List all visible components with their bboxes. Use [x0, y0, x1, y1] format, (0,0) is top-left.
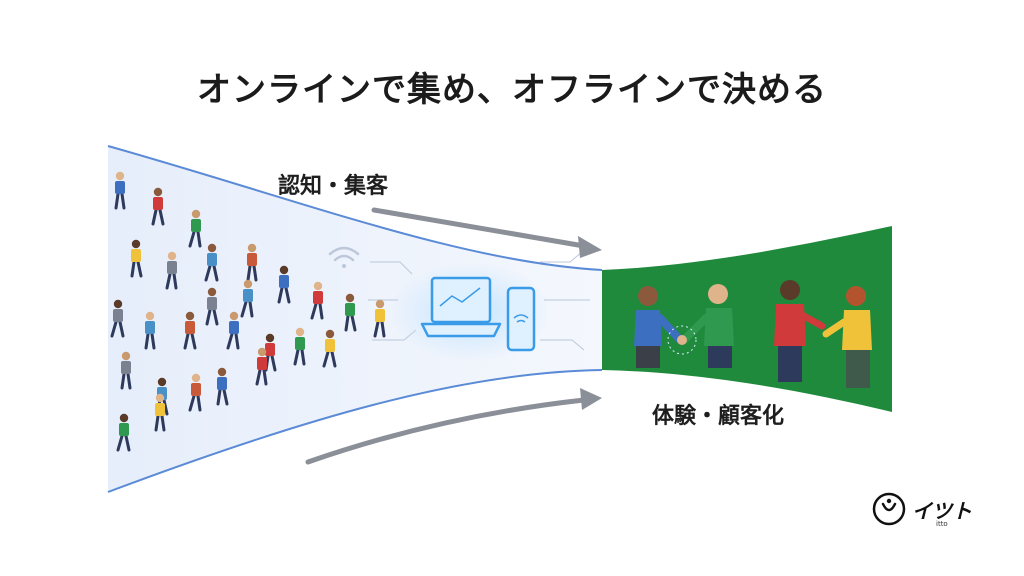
logo-text: イツト	[912, 499, 972, 523]
person-talk-right	[822, 286, 872, 388]
label-awareness: 認知・集客	[278, 174, 389, 199]
person-handshake-left	[634, 286, 684, 368]
offline-area	[602, 226, 892, 412]
crowd-person	[322, 329, 337, 368]
laptop-icon	[420, 276, 502, 338]
brand-logo: イツト itto	[872, 492, 982, 536]
label-experience: 体験・顧客化	[652, 404, 785, 429]
arrow-experience-head	[580, 388, 602, 410]
arrow-experience	[305, 397, 587, 465]
crowd-person	[151, 187, 165, 226]
crowd-person	[310, 281, 324, 320]
crowd-person	[373, 299, 386, 338]
crowd-person	[114, 171, 126, 210]
funnel-top-edge	[107, 145, 603, 271]
crowd	[110, 171, 386, 452]
crowd-person	[344, 293, 357, 332]
offline-people	[634, 280, 872, 388]
online-funnel	[108, 146, 602, 492]
crowd-person	[188, 209, 202, 248]
crowd-person	[183, 311, 197, 350]
crowd-person	[188, 373, 202, 412]
crowd-person	[130, 239, 143, 278]
logo-mark-icon	[872, 492, 906, 526]
handshake-icon	[667, 325, 697, 355]
crowd-person	[277, 265, 291, 304]
crowd-person	[293, 327, 306, 366]
crowd-person	[116, 413, 131, 452]
crowd-person	[165, 251, 178, 290]
crowd-person	[144, 311, 156, 350]
crowd-person	[216, 367, 229, 406]
arrow-awareness	[371, 207, 587, 249]
person-handshake-right	[680, 284, 734, 368]
smartphone-icon	[506, 286, 536, 352]
person-talk-left	[774, 280, 826, 382]
crowd-person	[204, 243, 219, 282]
crowd-person	[205, 287, 219, 326]
wifi-icon	[328, 246, 360, 268]
arrow-awareness-head	[578, 236, 602, 258]
crowd-person	[120, 351, 132, 390]
funnel-bottom-edge	[107, 369, 603, 493]
crowd-person	[154, 393, 166, 432]
crowd-person	[226, 311, 240, 350]
crowd-person	[246, 243, 258, 282]
page-title: オンラインで集め、オフラインで決める	[197, 70, 827, 110]
crowd-person	[110, 299, 125, 338]
crowd-person	[240, 279, 254, 318]
logo-subtext: itto	[936, 520, 948, 528]
crowd-person	[255, 347, 268, 386]
